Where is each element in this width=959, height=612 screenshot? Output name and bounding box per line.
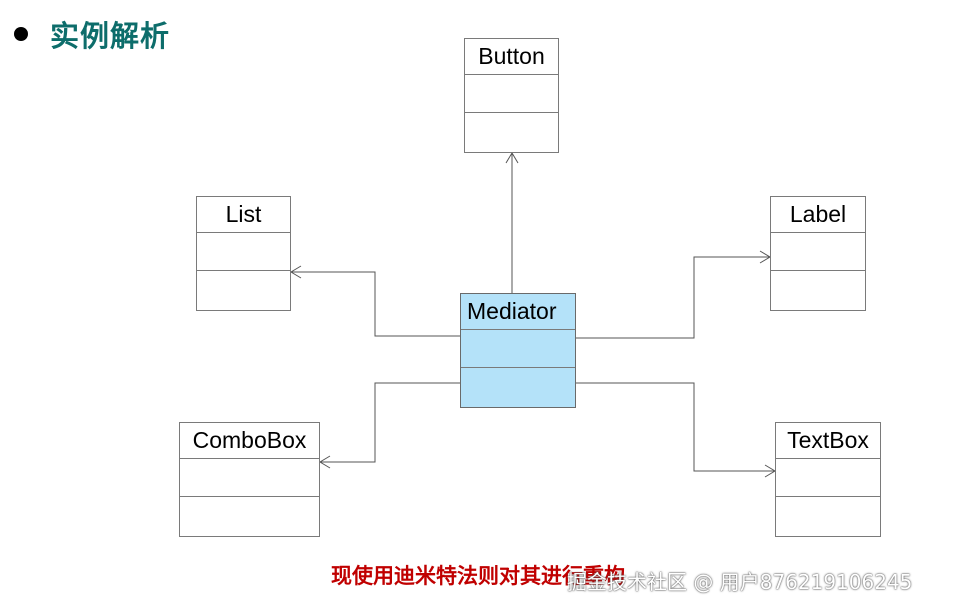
class-label: Label xyxy=(770,196,866,311)
arrowhead-button xyxy=(505,152,519,164)
class-textbox-operations xyxy=(776,497,880,533)
class-button: Button xyxy=(464,38,559,153)
class-combobox-name: ComboBox xyxy=(180,423,319,459)
class-mediator-attributes xyxy=(461,330,575,368)
caption-text: 现使用迪米特法则对其进行重构 xyxy=(331,564,625,588)
bullet-icon xyxy=(14,27,28,41)
link-to-list xyxy=(291,271,460,337)
class-label-attributes xyxy=(771,233,865,271)
class-label-operations xyxy=(771,271,865,307)
class-list: List xyxy=(196,196,291,311)
arrowhead-list xyxy=(290,265,302,279)
heading-text: 实例解析 xyxy=(50,19,171,53)
class-button-name: Button xyxy=(465,39,558,75)
link-to-combobox xyxy=(320,382,460,463)
class-mediator: Mediator xyxy=(460,293,576,408)
class-list-name: List xyxy=(197,197,290,233)
class-textbox-attributes xyxy=(776,459,880,497)
class-list-operations xyxy=(197,271,290,307)
class-combobox: ComboBox xyxy=(179,422,320,537)
section-heading: 实例解析 xyxy=(14,12,170,56)
link-to-textbox xyxy=(575,382,775,472)
class-combobox-attributes xyxy=(180,459,319,497)
class-textbox: TextBox xyxy=(775,422,881,537)
class-textbox-name: TextBox xyxy=(776,423,880,459)
link-to-label xyxy=(575,256,770,339)
class-button-attributes xyxy=(465,75,558,113)
class-label-name: Label xyxy=(771,197,865,233)
class-mediator-operations xyxy=(461,368,575,404)
class-combobox-operations xyxy=(180,497,319,533)
class-list-attributes xyxy=(197,233,290,271)
watermark-text: 掘金技术社区 @ 用户876219106245 xyxy=(567,570,913,594)
class-button-operations xyxy=(465,113,558,149)
arrowhead-combobox xyxy=(319,455,331,469)
class-mediator-name: Mediator xyxy=(461,294,575,330)
